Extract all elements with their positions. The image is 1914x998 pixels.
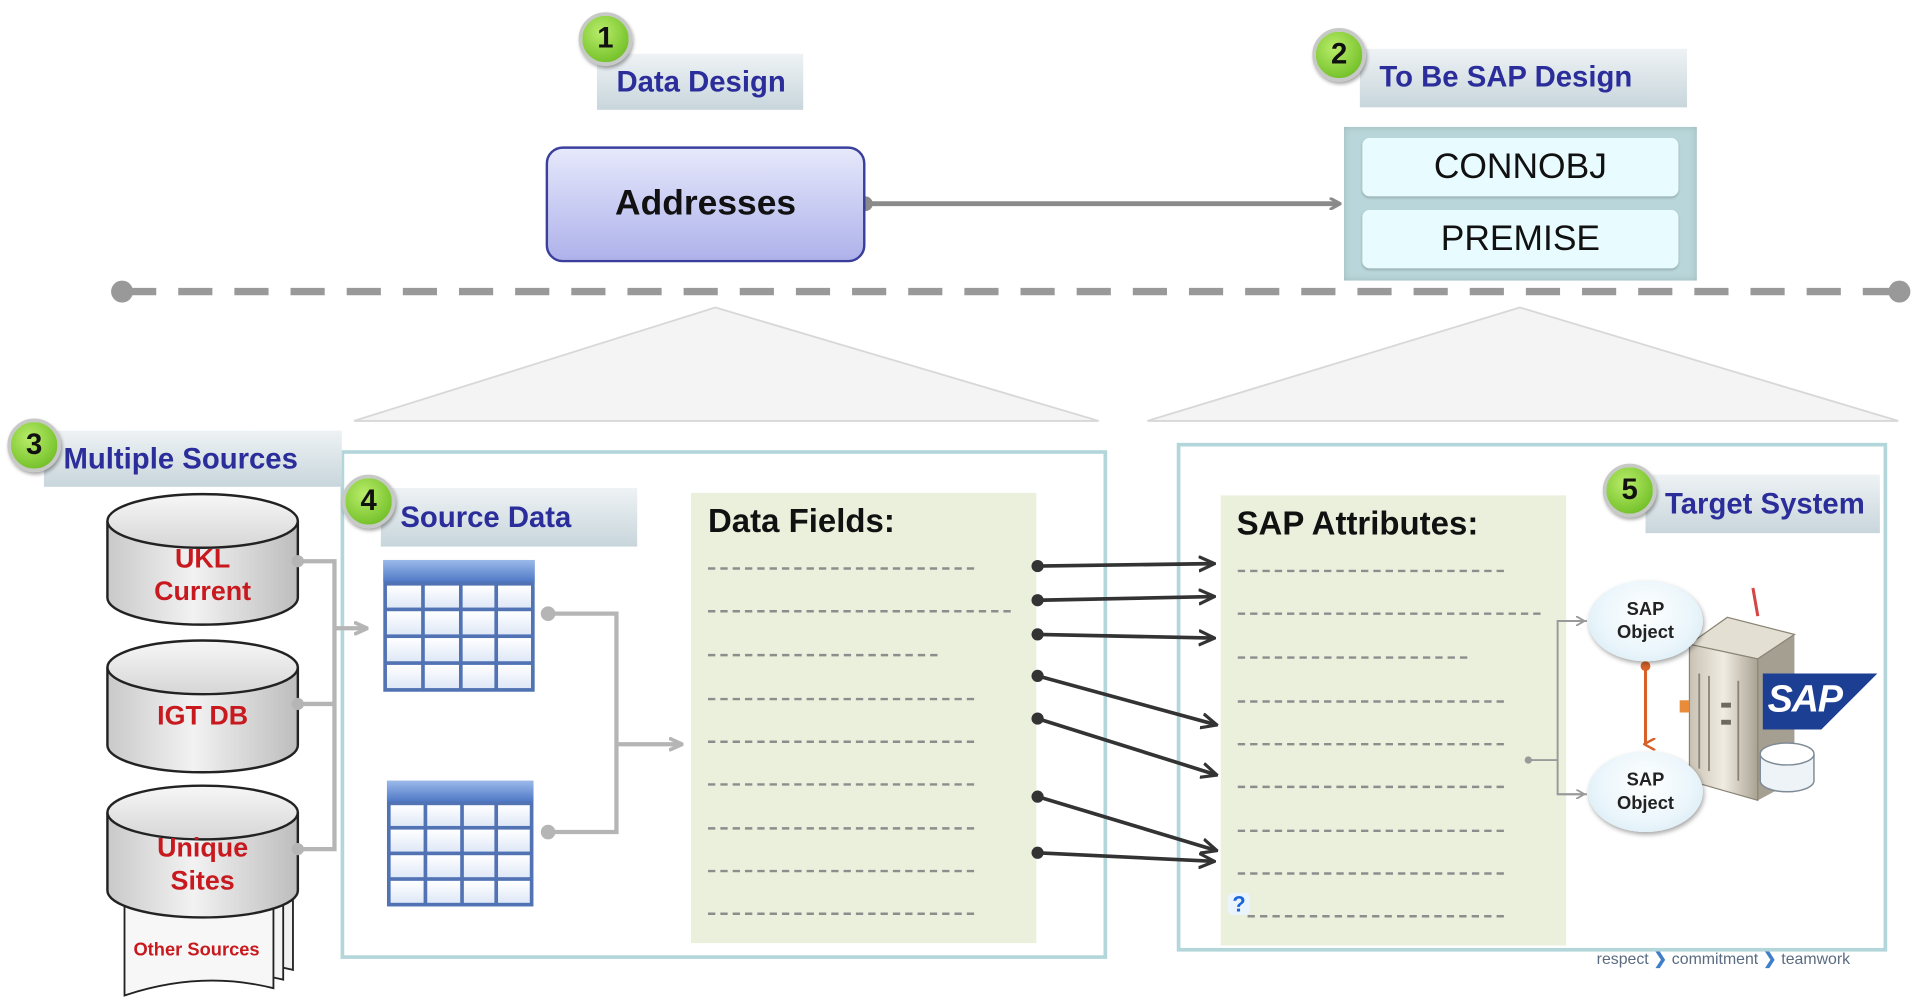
- data-field-line: [708, 912, 975, 915]
- multiple-sources-label: Multiple Sources: [43, 430, 342, 487]
- footer-word: commitment: [1671, 949, 1759, 968]
- database-cylinder-unique: [106, 784, 300, 919]
- sap-object-link-arrow: [1640, 661, 1651, 744]
- step-2-badge: 2: [1312, 28, 1366, 82]
- step-1-badge: 1: [578, 12, 633, 66]
- sap-server-icon: [1679, 587, 1815, 802]
- sap-object-connobj: CONNOBJ: [1362, 137, 1679, 197]
- footer-separator-icon: ❯: [1653, 949, 1667, 968]
- sap-object-bubble: SAP Object: [1588, 580, 1703, 662]
- step-5-badge: 5: [1602, 463, 1657, 518]
- data-field-line: [708, 697, 975, 701]
- addresses-box: Addresses: [545, 146, 866, 263]
- sap-object-bubble: SAP Object: [1588, 751, 1703, 833]
- data-fields-title: Data Fields:: [708, 502, 895, 540]
- sap-attribute-line: [1237, 612, 1541, 615]
- sap-logo-text: SAP: [1767, 677, 1843, 720]
- to-be-sap-design-label: To Be SAP Design: [1359, 48, 1688, 108]
- dashed-separator: [111, 280, 1911, 303]
- table-icon: [383, 559, 535, 692]
- data-field-line: [708, 783, 975, 786]
- step-3-badge: 3: [7, 418, 62, 473]
- source-igt-db-label: IGT DB: [157, 700, 249, 731]
- tables-connector: [540, 606, 681, 840]
- data-field-line: [708, 827, 975, 830]
- footer-word: teamwork: [1781, 949, 1851, 968]
- field-mapping-arrows: [1031, 560, 1215, 861]
- footer-word: respect: [1596, 949, 1649, 968]
- sources-connector: [291, 555, 366, 856]
- expand-triangle-left: [353, 306, 1099, 422]
- step-4-badge: 4: [341, 474, 396, 529]
- source-data-label: Source Data: [380, 488, 638, 547]
- sap-attribute-line: [1237, 742, 1504, 746]
- source-ukl-current-label: UKL Current: [154, 542, 252, 607]
- addresses-text: Addresses: [615, 184, 797, 224]
- sap-design-box: CONNOBJ PREMISE: [1343, 126, 1697, 281]
- sap-attribute-line: [1237, 656, 1468, 659]
- footer-separator-icon: ❯: [1763, 949, 1777, 968]
- sap-attribute-line: [1237, 785, 1504, 789]
- table-icon: [386, 780, 534, 907]
- database-cylinder-ukl: [106, 492, 300, 626]
- other-sources-label: Other Sources: [133, 939, 260, 961]
- data-design-label: Data Design: [596, 53, 804, 110]
- footer-tagline: respect❯commitment❯teamwork: [1597, 949, 1850, 969]
- data-field-line: [708, 869, 975, 873]
- sap-attribute-line: [1237, 872, 1504, 875]
- target-system-label: Target System: [1645, 474, 1880, 534]
- database-cylinder-igt: [106, 639, 300, 774]
- sap-attribute-line: [1237, 569, 1504, 573]
- data-field-line: [708, 653, 938, 657]
- sap-attribute-line: [1247, 915, 1504, 918]
- sap-object-premise: PREMISE: [1362, 209, 1679, 269]
- data-field-line: [708, 740, 975, 743]
- sap-attribute-line: [1237, 829, 1504, 833]
- sap-logo: SAP: [1762, 673, 1878, 730]
- help-icon[interactable]: ?: [1228, 893, 1250, 915]
- sap-attributes-title: SAP Attributes:: [1236, 505, 1479, 542]
- source-unique-sites-label: Unique Sites: [157, 832, 249, 896]
- attributes-connector: [1524, 621, 1587, 794]
- data-field-line: [708, 567, 975, 570]
- data-field-line: [708, 610, 1011, 613]
- expand-triangle-right: [1147, 306, 1899, 422]
- sap-logo-shape: [1762, 673, 1878, 730]
- sap-attribute-line: [1237, 700, 1504, 703]
